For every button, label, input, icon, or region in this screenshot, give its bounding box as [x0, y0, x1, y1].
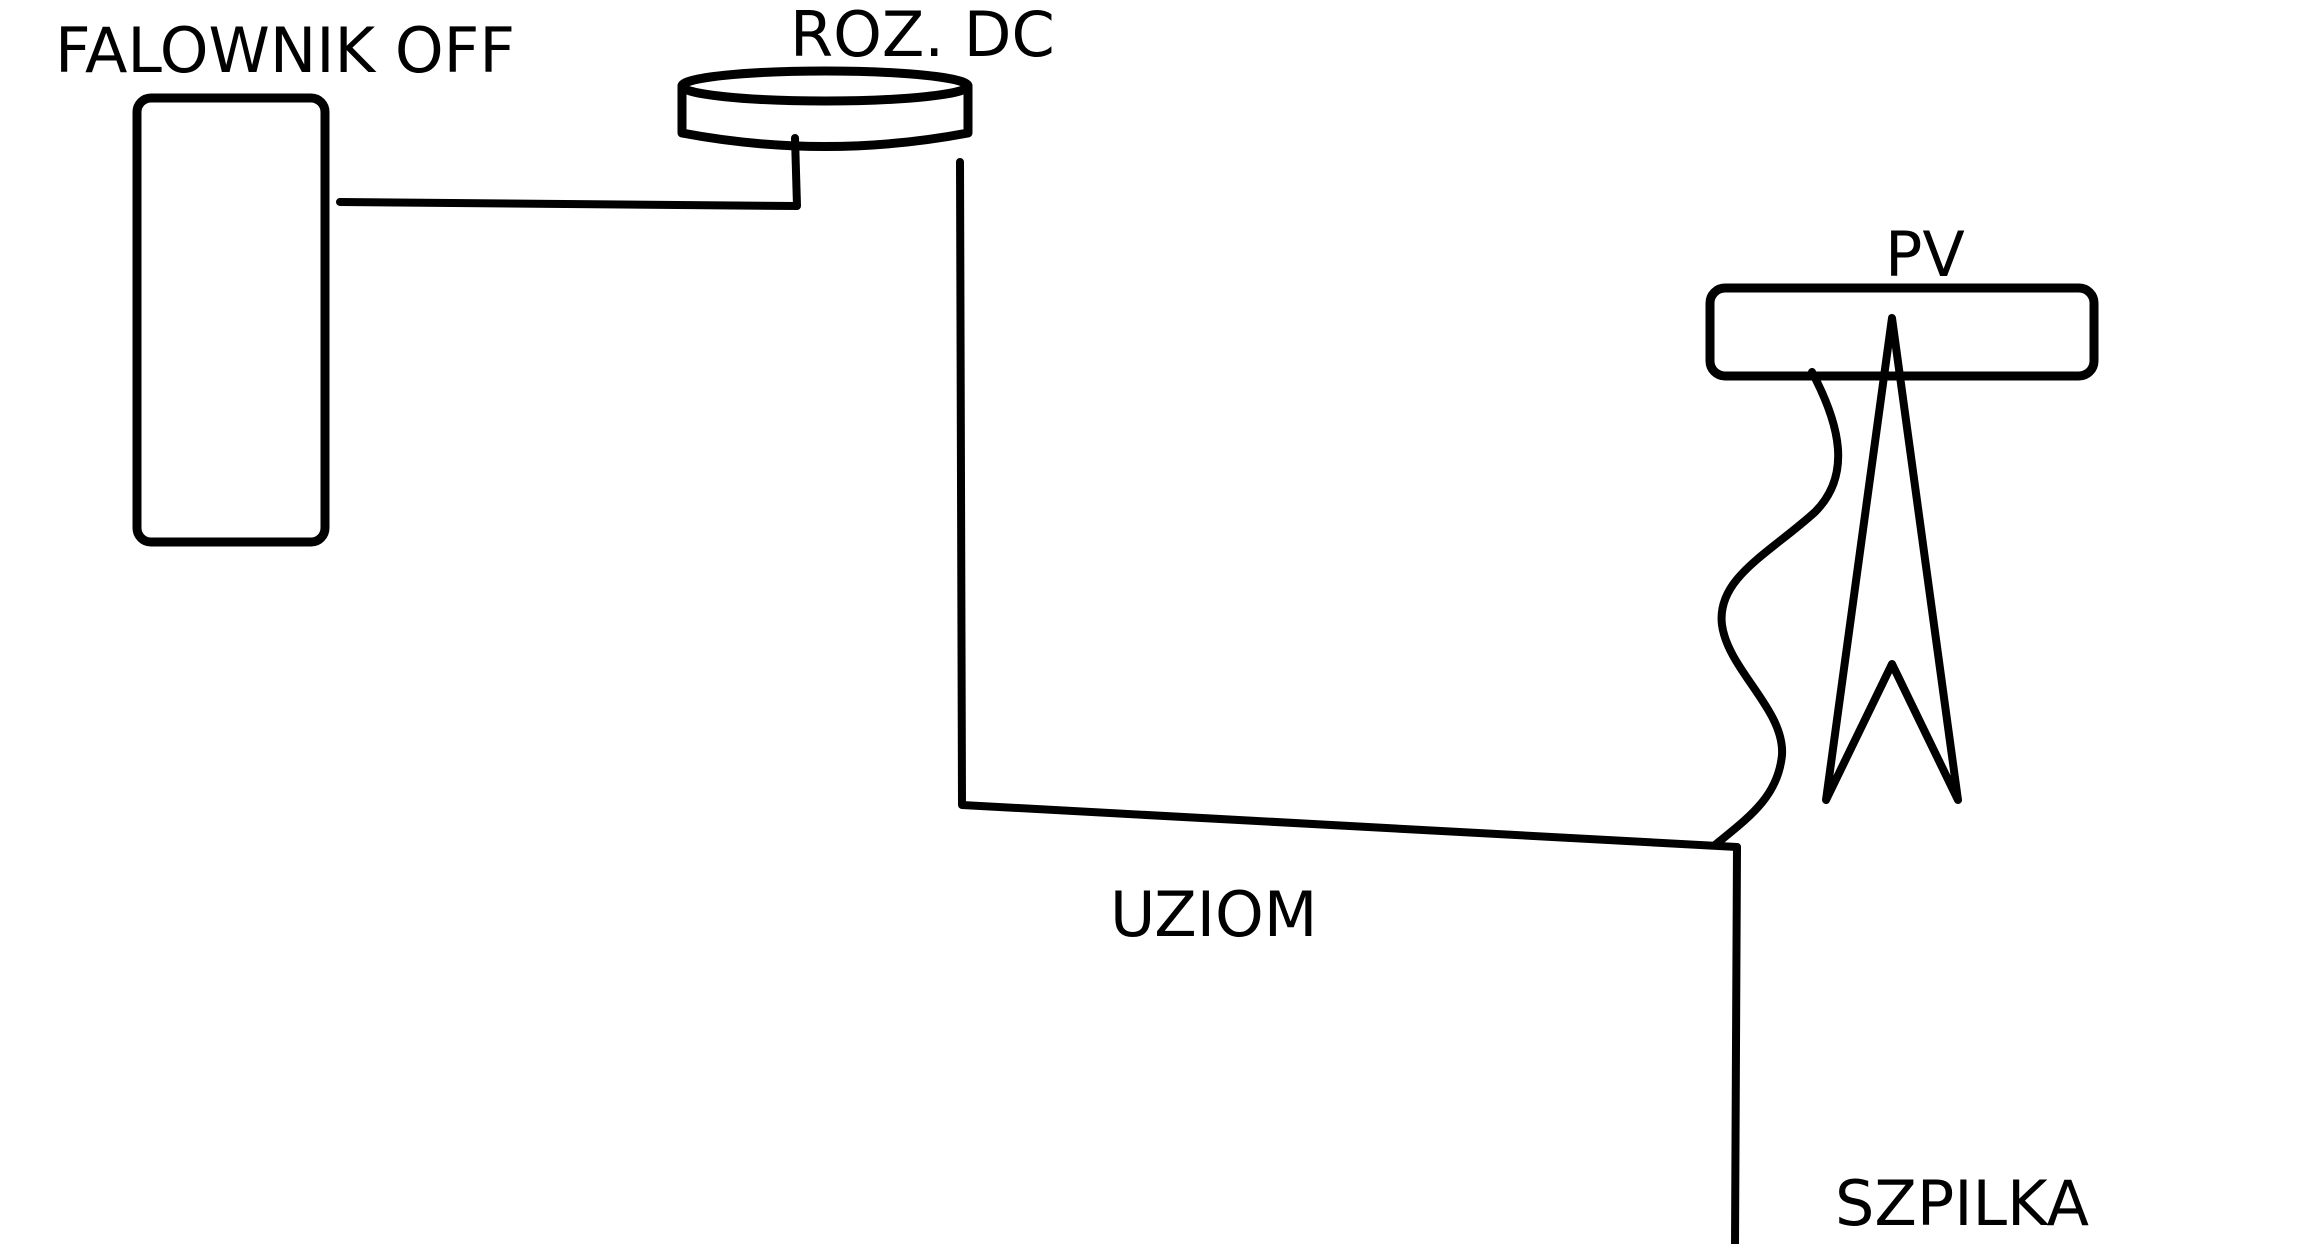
earth-label: UZIOM	[1110, 878, 1317, 951]
dc-box	[677, 66, 973, 151]
dc-box-label: ROZ. DC	[790, 0, 1055, 71]
pv-ground-wire	[1711, 368, 1843, 849]
earth-rod	[1731, 843, 1741, 1244]
inverter-label: FALOWNIK OFF	[55, 14, 515, 87]
inverter-dc-wire	[336, 134, 801, 210]
lightning-icon	[1822, 314, 1962, 804]
pv-label: PV	[1885, 218, 1965, 291]
rod-label: SZPILKA	[1835, 1167, 2089, 1240]
inverter-box	[132, 93, 330, 547]
earth-conductor	[956, 158, 1741, 851]
